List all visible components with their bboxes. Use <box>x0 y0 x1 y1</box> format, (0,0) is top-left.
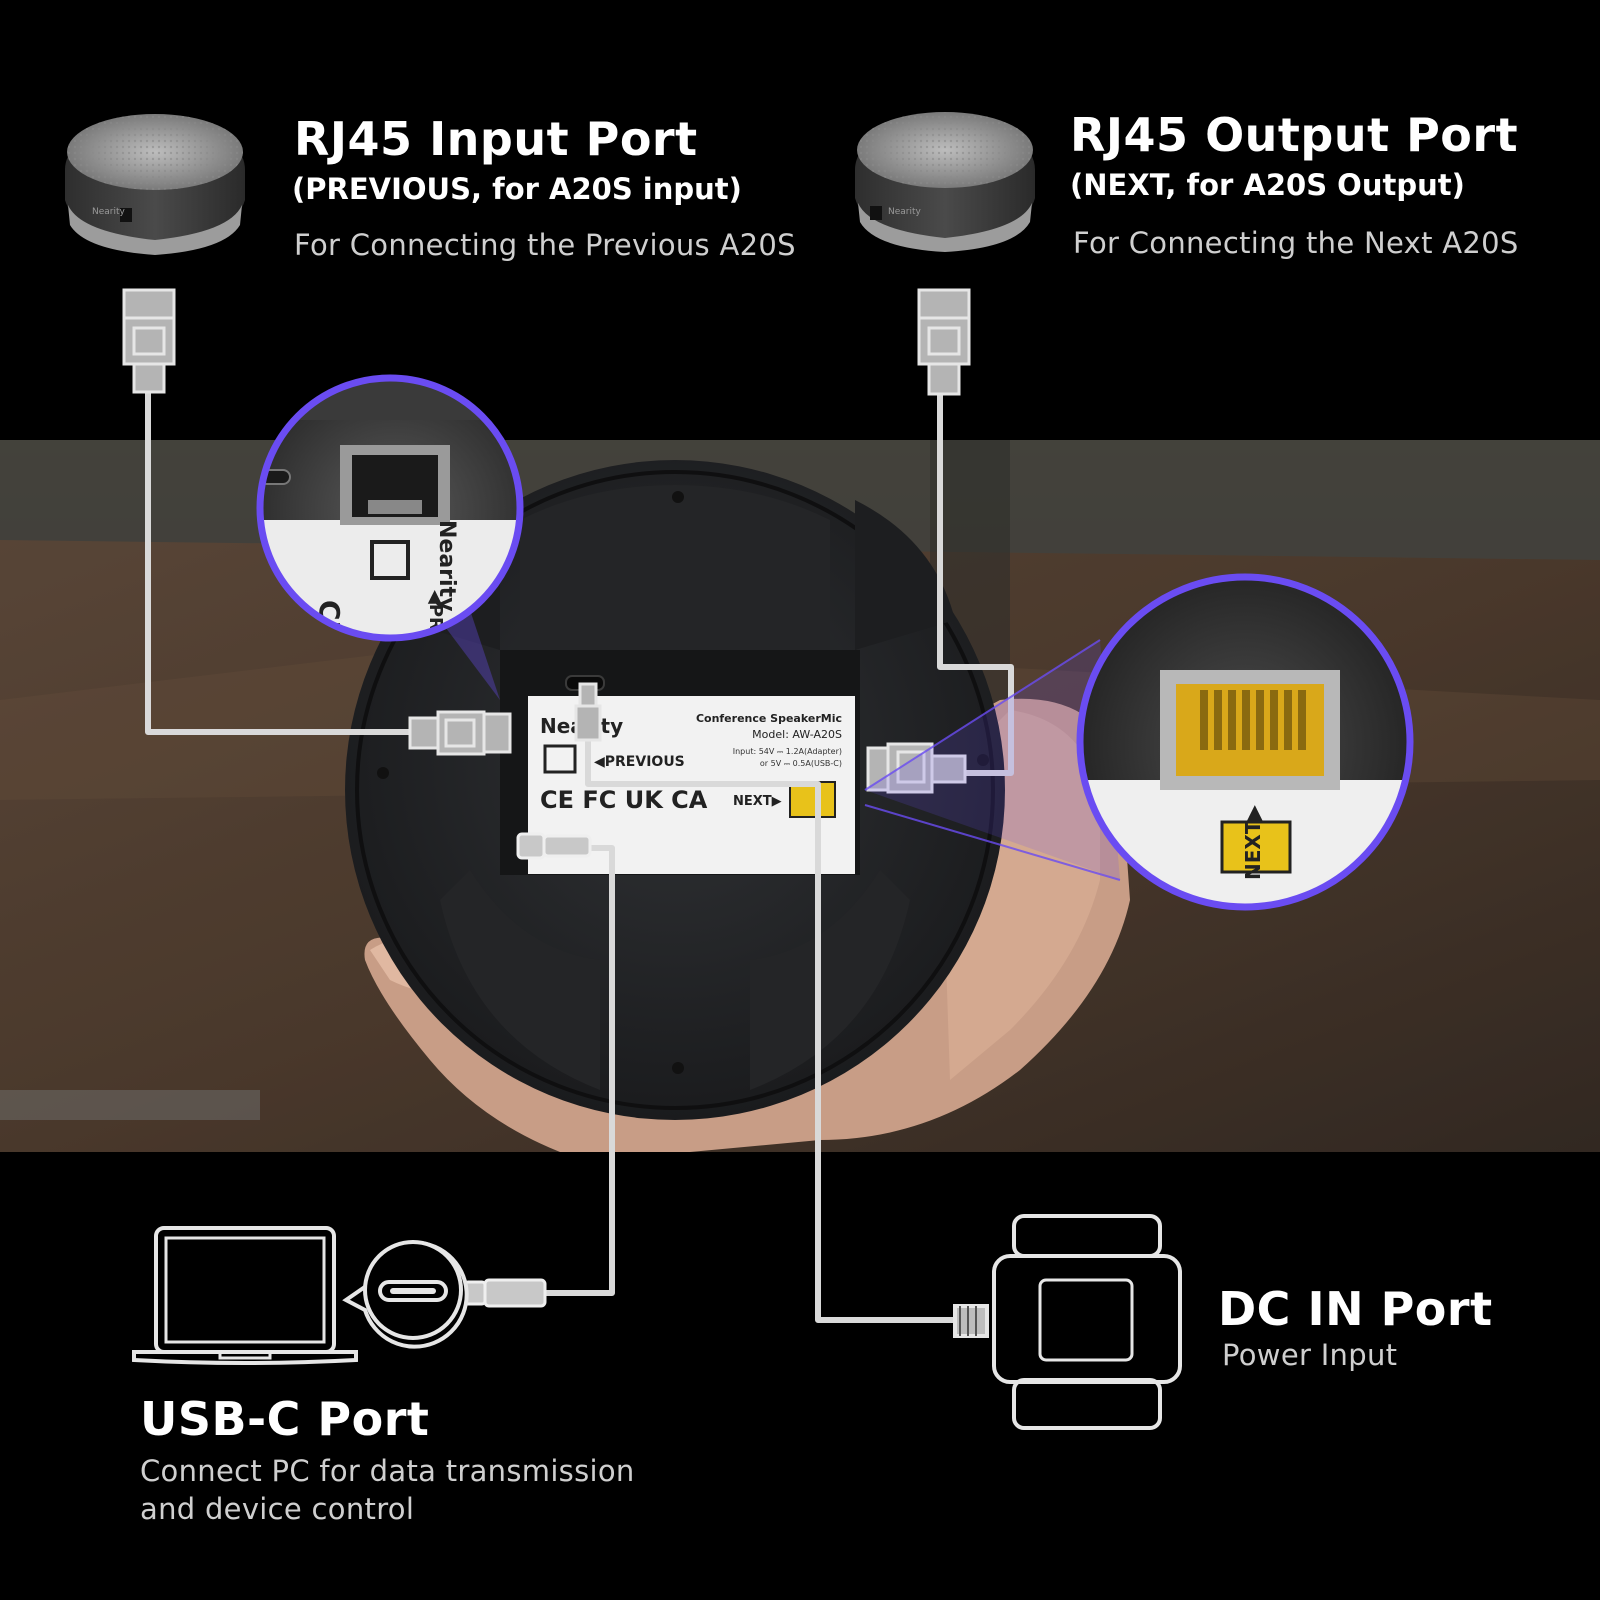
rj45-symbol-icon <box>543 744 577 774</box>
usb-c-title: USB-C Port <box>140 1392 430 1446</box>
label-model: Model: AW-A20S <box>752 728 842 741</box>
cable-rj45-input <box>145 392 410 735</box>
rj45-input-title: RJ45 Input Port <box>294 112 698 166</box>
zoom-right-next-symbol-icon <box>1220 820 1292 874</box>
speaker-right-brand: Nearity <box>888 207 922 217</box>
label-input-line1: Input: 54V ⎓ 1.2A(Adapter) <box>733 747 842 756</box>
rj45-output-title: RJ45 Output Port <box>1070 108 1519 162</box>
label-product: Conference SpeakerMic <box>696 712 842 725</box>
zoom-left-rj45-symbol-icon <box>370 540 410 580</box>
zoom-rj45-output-detail: NEXT▶ <box>1076 573 1414 911</box>
dc-in-title: DC IN Port <box>1218 1282 1493 1336</box>
usb-c-plug-bottom-icon <box>463 1278 547 1308</box>
zoom-left-ring <box>256 374 524 642</box>
usb-c-plug-device-icon <box>516 832 592 860</box>
speaker-next-icon: Nearity <box>855 112 1035 252</box>
rj45-plug-label-icon <box>574 682 602 742</box>
usb-c-description-line1: Connect PC for data transmission <box>140 1454 635 1488</box>
speaker-left-brand: Nearity <box>92 207 126 217</box>
speaker-previous-icon: Nearity <box>65 114 245 255</box>
rj45-input-description: For Connecting the Previous A20S <box>294 228 796 262</box>
usb-c-description-line2: and device control <box>140 1492 415 1526</box>
rj45-plug-input-device-icon <box>408 710 512 756</box>
usb-c-port-bubble-icon <box>342 1240 469 1349</box>
label-cert-marks: CE FC UK CA <box>540 786 708 814</box>
rj45-plug-input-top-icon <box>122 288 176 394</box>
power-adapter-icon <box>953 1214 1182 1430</box>
laptop-icon <box>132 1226 358 1365</box>
rj45-output-description: For Connecting the Next A20S <box>1073 226 1519 260</box>
cable-usb-c <box>545 845 615 1296</box>
zoom-right-ring <box>1076 573 1414 911</box>
label-previous: ◀PREVIOUS <box>594 754 685 770</box>
label-input-line2: or 5V ⎓ 0.5A(USB-C) <box>760 759 842 768</box>
cable-dc-in <box>585 705 955 1323</box>
label-next: NEXT▶ <box>733 794 782 809</box>
rj45-output-subtitle: (NEXT, for A20S Output) <box>1070 168 1465 202</box>
zoom-right-next: NEXT▶ <box>1241 805 1265 880</box>
cables <box>145 392 1014 1323</box>
speaker-device-bottom: Nearity Conference SpeakerMic Model: AW-… <box>345 460 1005 1120</box>
zoom-right-beam <box>864 639 1121 881</box>
next-port-symbol-icon <box>789 781 836 818</box>
cable-rj45-output <box>937 394 1014 776</box>
rj45-plug-output-top-icon <box>917 288 971 396</box>
dc-in-description: Power Input <box>1222 1338 1398 1372</box>
zoom-left-brand: Nearity <box>434 520 459 611</box>
rj45-input-subtitle: (PREVIOUS, for A20S input) <box>292 172 742 206</box>
